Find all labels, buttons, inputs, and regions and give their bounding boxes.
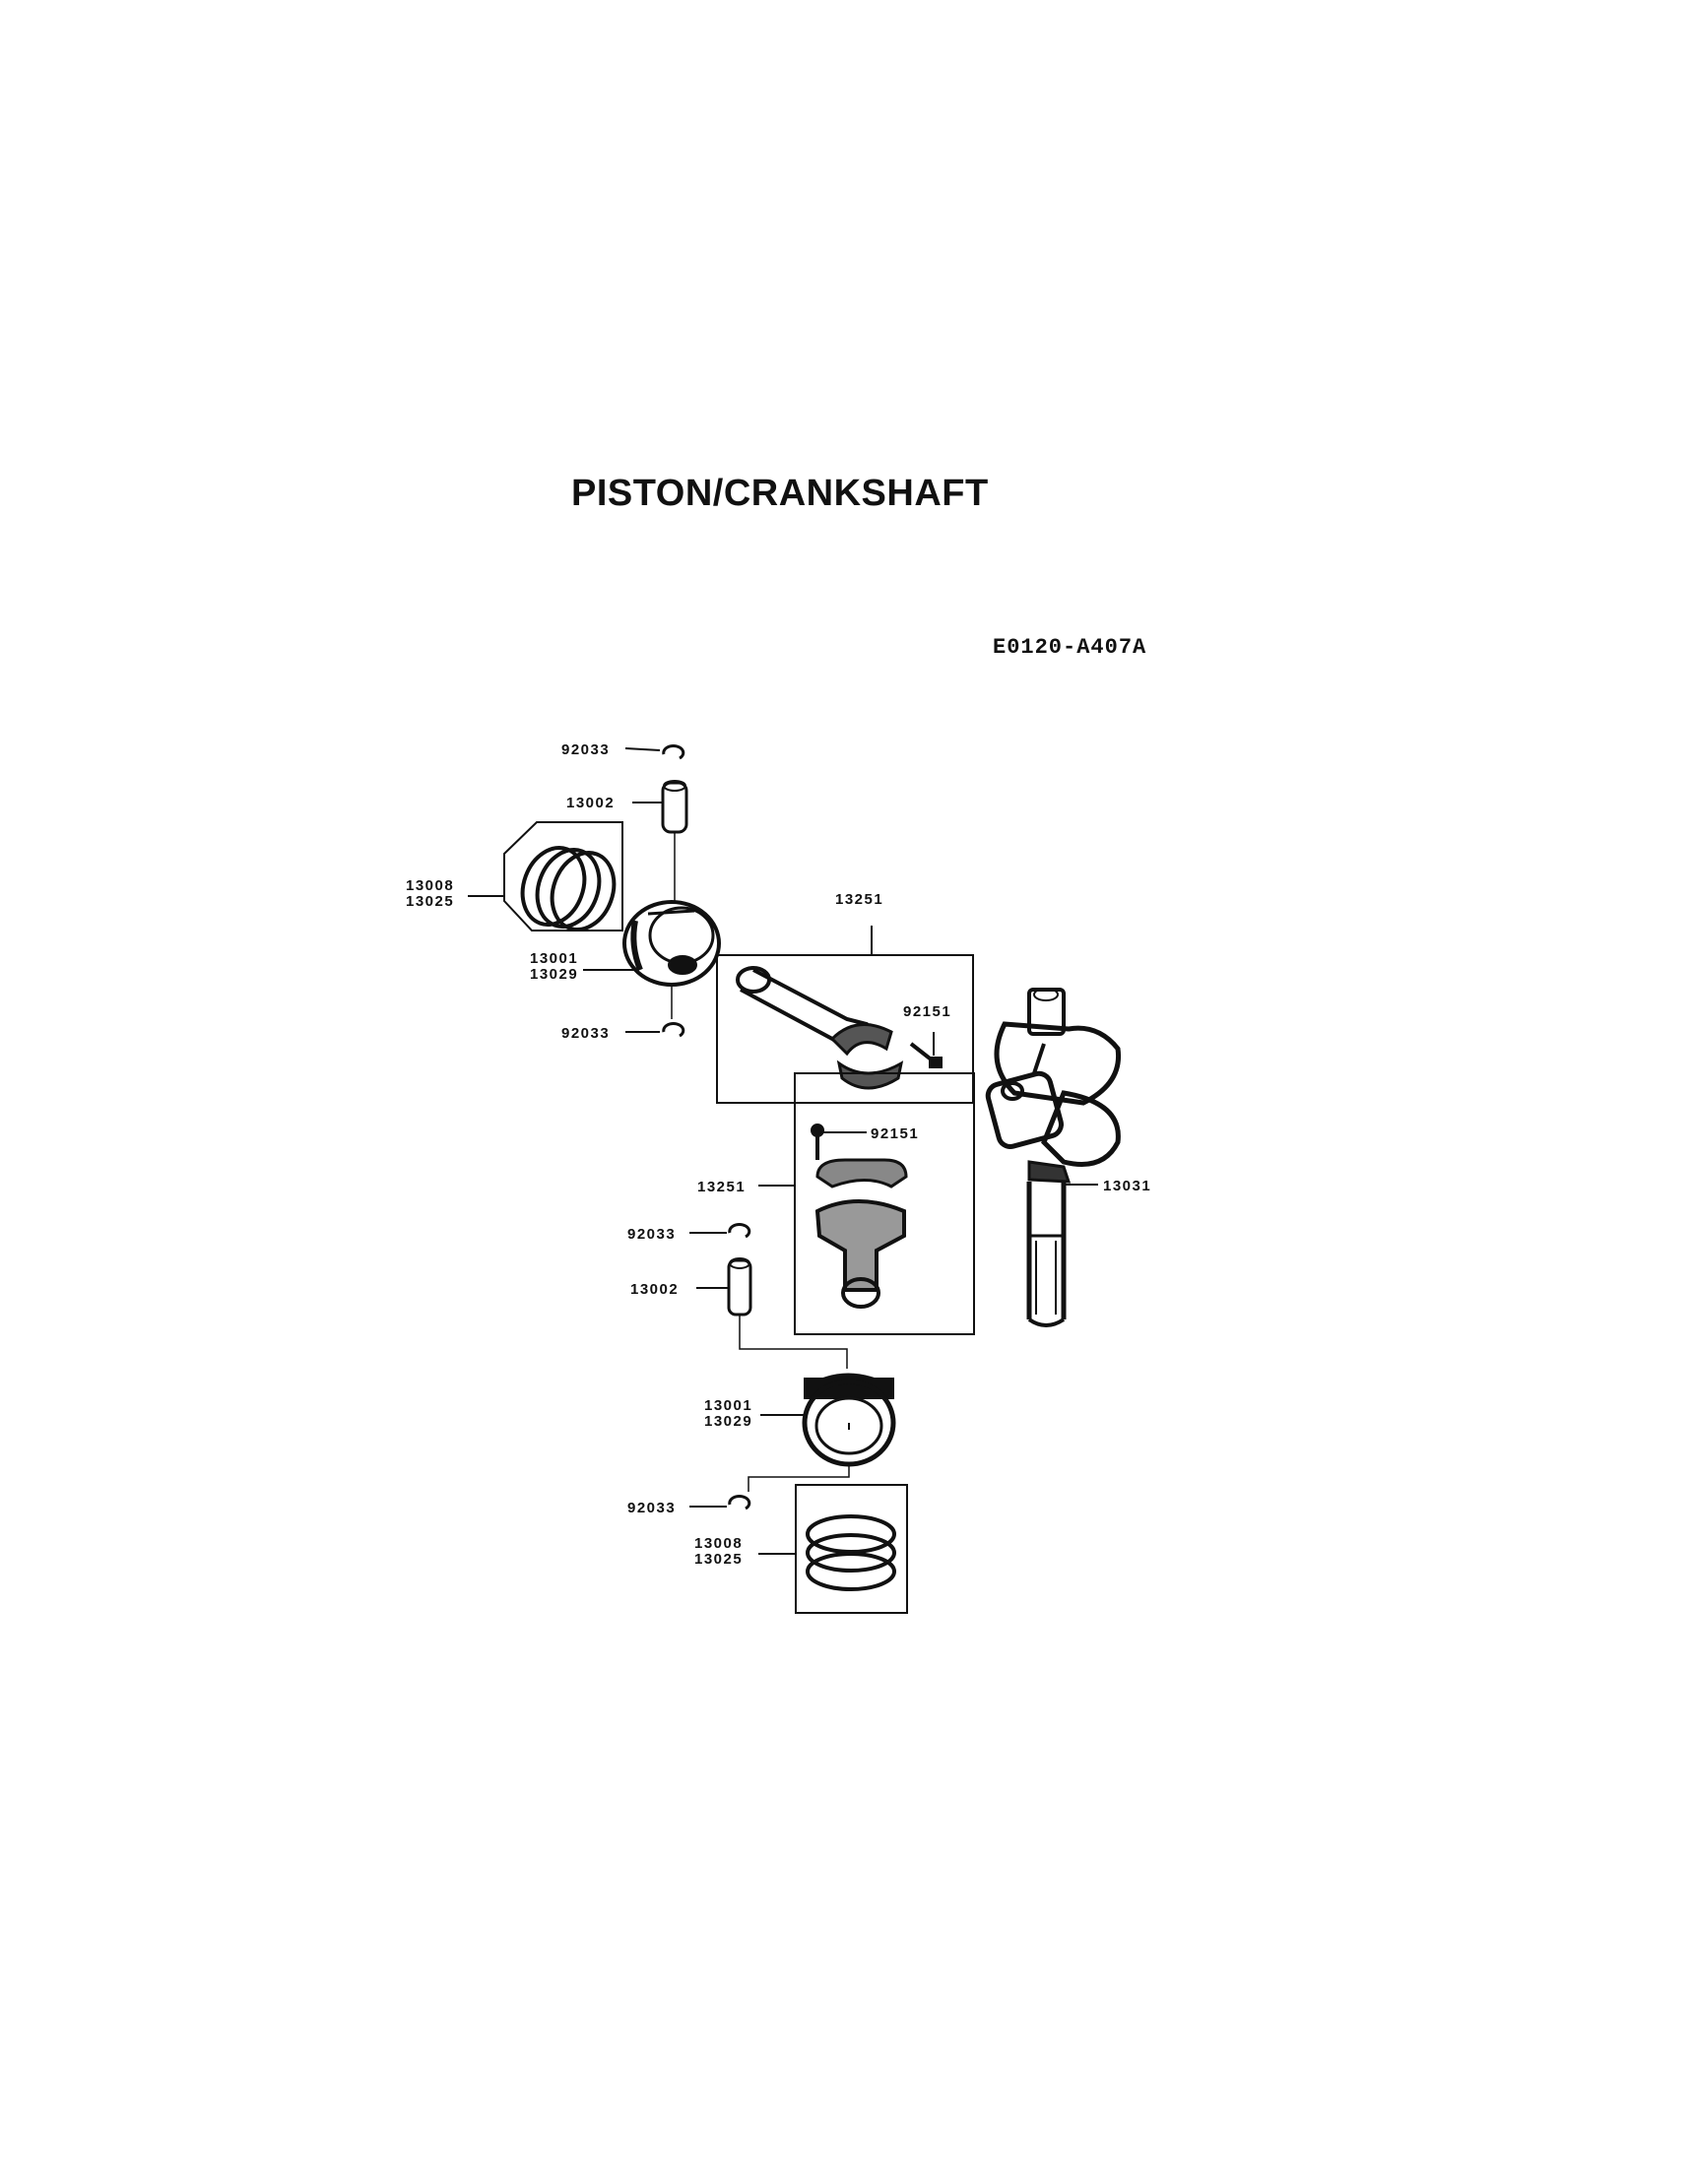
circlip-top-2[interactable] xyxy=(728,1223,751,1239)
label-circlip-top-1: 92033 xyxy=(561,741,610,758)
connecting-rod-box-2[interactable] xyxy=(794,1072,975,1335)
label-circlip-bottom-2: 92033 xyxy=(627,1500,676,1516)
label-circlip-top-2: 92033 xyxy=(627,1226,676,1243)
label-conrod-2: 13251 xyxy=(697,1179,746,1195)
piston-pin-1[interactable] xyxy=(661,780,688,834)
label-piston-1-a: 13001 xyxy=(530,950,578,967)
connecting-rod-box-1[interactable] xyxy=(716,954,974,1104)
crankshaft[interactable] xyxy=(985,988,1122,1327)
axis-line-pin-2 xyxy=(739,1315,848,1369)
label-bolt-2: 92151 xyxy=(871,1125,919,1142)
label-rings-1-a: 13008 xyxy=(406,877,454,894)
circlip-bottom-1[interactable] xyxy=(662,1022,685,1038)
label-rings-1-b: 13025 xyxy=(406,893,454,910)
label-piston-1-b: 13029 xyxy=(530,966,578,983)
piston-rings-box-2[interactable] xyxy=(795,1484,908,1614)
diagram-code: E0120-A407A xyxy=(993,635,1147,660)
leader-circlip-top-1 xyxy=(624,747,661,751)
label-circlip-bottom-1: 92033 xyxy=(561,1025,610,1042)
piston-rings-box-1[interactable] xyxy=(503,821,624,938)
circlip-bottom-2[interactable] xyxy=(728,1495,751,1510)
label-rings-2-b: 13025 xyxy=(694,1551,743,1568)
circlip-top-1[interactable] xyxy=(662,744,685,760)
label-piston-pin-1: 13002 xyxy=(566,795,615,811)
axis-line-piston-2 xyxy=(748,1464,850,1492)
piston-2[interactable] xyxy=(802,1373,896,1467)
label-conrod-1: 13251 xyxy=(835,891,883,908)
diagram-title: PISTON/CRANKSHAFT xyxy=(571,473,989,514)
label-crankshaft: 13031 xyxy=(1103,1178,1151,1194)
label-piston-2-b: 13029 xyxy=(704,1413,752,1430)
label-piston-pin-2: 13002 xyxy=(630,1281,679,1298)
piston-1[interactable] xyxy=(622,900,721,987)
label-rings-2-a: 13008 xyxy=(694,1535,743,1552)
label-piston-2-a: 13001 xyxy=(704,1397,752,1414)
piston-pin-2[interactable] xyxy=(727,1257,752,1317)
label-bolt-1: 92151 xyxy=(903,1003,951,1020)
